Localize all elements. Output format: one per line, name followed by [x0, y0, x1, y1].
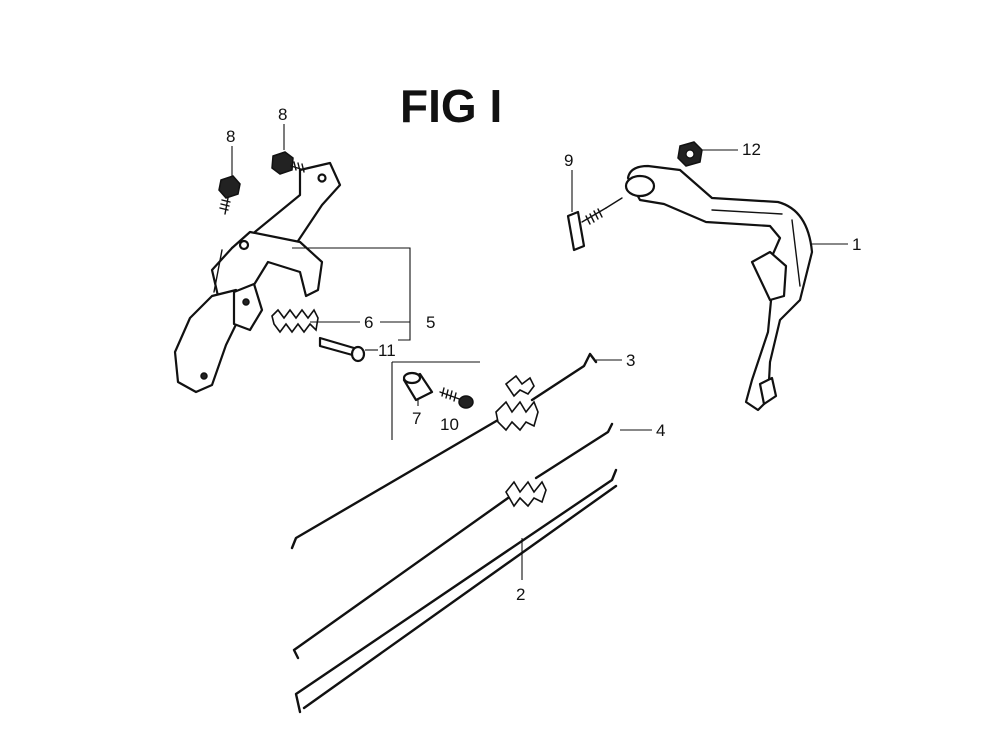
callout-8-right: 8: [278, 105, 287, 124]
callout-9: 9: [564, 151, 573, 170]
callout-6: 6: [364, 313, 373, 332]
callout-10: 10: [440, 415, 459, 434]
bolt-8-right: [271, 151, 305, 175]
callout-4: 4: [656, 421, 665, 440]
callout-12: 12: [742, 140, 761, 159]
callout-5: 5: [426, 313, 435, 332]
callout-7: 7: [412, 409, 421, 428]
control-lever-1: [624, 164, 814, 412]
rod-4: [292, 422, 614, 660]
pin-11: [318, 336, 366, 363]
callout-2: 2: [516, 585, 525, 604]
callout-1: 1: [852, 235, 861, 254]
callout-8-left: 8: [226, 127, 235, 146]
callout-3: 3: [626, 351, 635, 370]
governor-arm-assembly: [173, 161, 342, 394]
figure-title: FIG I: [400, 80, 502, 132]
bolt-8-left: [218, 175, 241, 215]
collar-7: [402, 371, 434, 402]
throttle-rod-2: [294, 468, 618, 714]
bolt-9: [566, 197, 623, 252]
bolt-10: [439, 387, 474, 409]
bracket-5: [292, 247, 411, 341]
nut-12: [677, 141, 703, 167]
spring-6: [271, 308, 319, 334]
callout-11: 11: [378, 341, 396, 360]
governor-spring-rod-3: [290, 352, 598, 550]
